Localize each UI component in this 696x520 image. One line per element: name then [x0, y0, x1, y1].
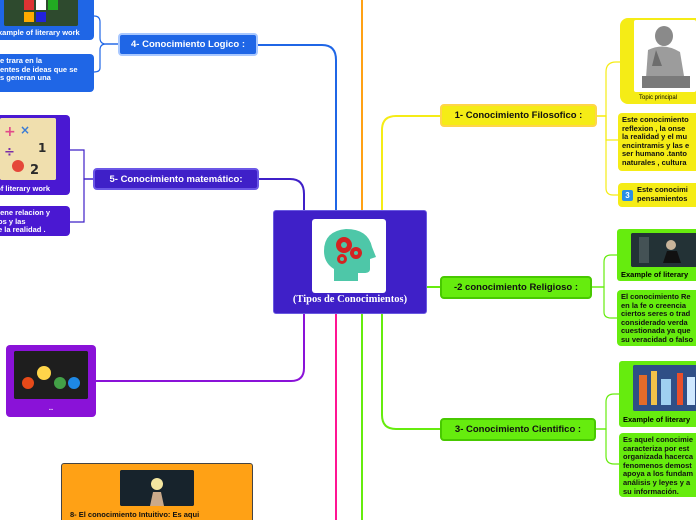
- math-symbols-image: + × ÷ 1 2: [0, 118, 56, 180]
- cientifico-text-line: apoya a los fundam: [623, 469, 694, 479]
- cientifico-text-line: Es aquel conocimie: [623, 435, 694, 444]
- lightbulbs-image: [14, 351, 88, 399]
- thinker-statue-image: [634, 20, 696, 92]
- logico-image-caption: xample of literary work: [0, 28, 80, 37]
- religioso-image-caption: Example of literary: [621, 270, 689, 279]
- number-badge-icon: 3: [622, 189, 633, 201]
- branch-cientifico[interactable]: 3- Conocimiento Cientifico :: [440, 418, 596, 441]
- religioso-description: El conocimiento Re en la fe o creencia c…: [617, 290, 696, 346]
- prayer-image: [631, 233, 696, 267]
- filosofico-text-line: la realidad y el mu: [622, 132, 688, 142]
- matematico-text-line: os y las: [0, 216, 26, 226]
- cientifico-text-line: análisis y leyes y a: [623, 477, 691, 487]
- filosofico-description: Este conocimiento reflexion , la onse la…: [618, 113, 696, 171]
- branch-filosofico[interactable]: 1- Conocimiento Filosofico :: [440, 104, 597, 127]
- branch-intuitivo[interactable]: 8- El conocimiento Intuitivo: Es aqui: [61, 463, 253, 520]
- religioso-text-line: El conocimiento Re: [621, 292, 691, 301]
- cientifico-text-line: su información.: [623, 486, 679, 496]
- cube-puzzle-image: [4, 0, 78, 26]
- matematico-description: iene relacion y os y las e la realidad .: [0, 206, 70, 236]
- svg-text:2: 2: [30, 163, 39, 178]
- religioso-text-line: su veracidad o falso: [621, 334, 694, 344]
- cientifico-text-line: fenomenos demost: [623, 460, 692, 470]
- branch-cientifico-label: 3- Conocimiento Cientifico :: [454, 424, 582, 435]
- religioso-text-line: considerado verda: [621, 317, 688, 327]
- filosofico-text-line: ser humano .tanto: [622, 149, 688, 159]
- branch-logico-label: 4- Conocimiento Logico :: [131, 39, 245, 50]
- matematico-text-line: iene relacion y: [0, 208, 51, 217]
- filosofico-text-line: Este conocimiento: [622, 115, 689, 124]
- svg-text:÷: ÷: [4, 145, 15, 160]
- logico-image-card[interactable]: xample of literary work: [0, 0, 94, 40]
- svg-text:1: 1: [38, 141, 46, 155]
- branch-filosofico-label: 1- Conocimiento Filosofico :: [454, 110, 583, 121]
- filosofico-note-line: Este conocimi: [637, 185, 688, 195]
- cientifico-image-caption: Example of literary: [623, 415, 691, 424]
- filosofico-note[interactable]: 3 Este conocimi pensamientos: [618, 183, 696, 207]
- sixth-image-caption: ..: [48, 403, 54, 412]
- matematico-image-caption: e of literary work: [0, 184, 51, 193]
- intuition-hand-image: [120, 470, 194, 506]
- religioso-text-line: en la fe o creencia: [621, 300, 687, 310]
- central-title: (Tipos de Conocimientos): [292, 294, 408, 305]
- svg-text:+: +: [4, 124, 16, 140]
- religioso-image-card[interactable]: Example of literary: [617, 229, 696, 281]
- filosofico-text-line: naturales , cultura: [622, 157, 687, 167]
- filosofico-image-caption: Topic principal: [638, 95, 678, 101]
- branch-matematico[interactable]: 5- Conocimiento matemático:: [93, 168, 259, 190]
- svg-text:×: ×: [20, 123, 30, 137]
- branch-religioso[interactable]: -2 conocimiento Religioso :: [440, 276, 592, 299]
- branch-religioso-label: -2 conocimiento Religioso :: [453, 282, 579, 293]
- matematico-image-card[interactable]: + × ÷ 1 2 e of literary work: [0, 115, 70, 195]
- logico-text-line: entes de ideas que se: [0, 64, 78, 74]
- laboratory-image: [633, 365, 696, 411]
- logico-description: e trara en la entes de ideas que se s ge…: [0, 54, 94, 92]
- filosofico-text-line: encintramis y las e: [622, 140, 690, 150]
- cientifico-description: Es aquel conocimie caracteriza por est o…: [619, 433, 696, 497]
- branch-intuitivo-label: 8- El conocimiento Intuitivo: Es aqui: [70, 510, 200, 519]
- logico-text-line: e trara en la: [0, 56, 43, 65]
- filosofico-note-line: pensamientos: [637, 194, 688, 203]
- religioso-text-line: cuestionada ya que: [621, 326, 691, 336]
- head-gears-icon: [312, 219, 386, 293]
- cientifico-text-line: organizada hacerca: [623, 452, 694, 462]
- branch-logico[interactable]: 4- Conocimiento Logico :: [118, 33, 258, 56]
- branch-matematico-label: 5- Conocimiento matemático:: [109, 173, 243, 185]
- filosofico-text-line: reflexion , la onse: [622, 123, 686, 133]
- sixth-image-card[interactable]: ..: [6, 345, 96, 417]
- matematico-text-line: e la realidad .: [0, 225, 46, 235]
- cientifico-text-line: caracteriza por est: [623, 443, 690, 453]
- cientifico-image-card[interactable]: Example of literary: [619, 361, 696, 427]
- filosofico-image-card[interactable]: Topic principal: [620, 18, 696, 104]
- central-topic[interactable]: (Tipos de Conocimientos): [273, 210, 427, 314]
- religioso-text-line: ciertos seres o trad: [621, 309, 691, 319]
- logico-text-line: s generan una: [0, 73, 51, 83]
